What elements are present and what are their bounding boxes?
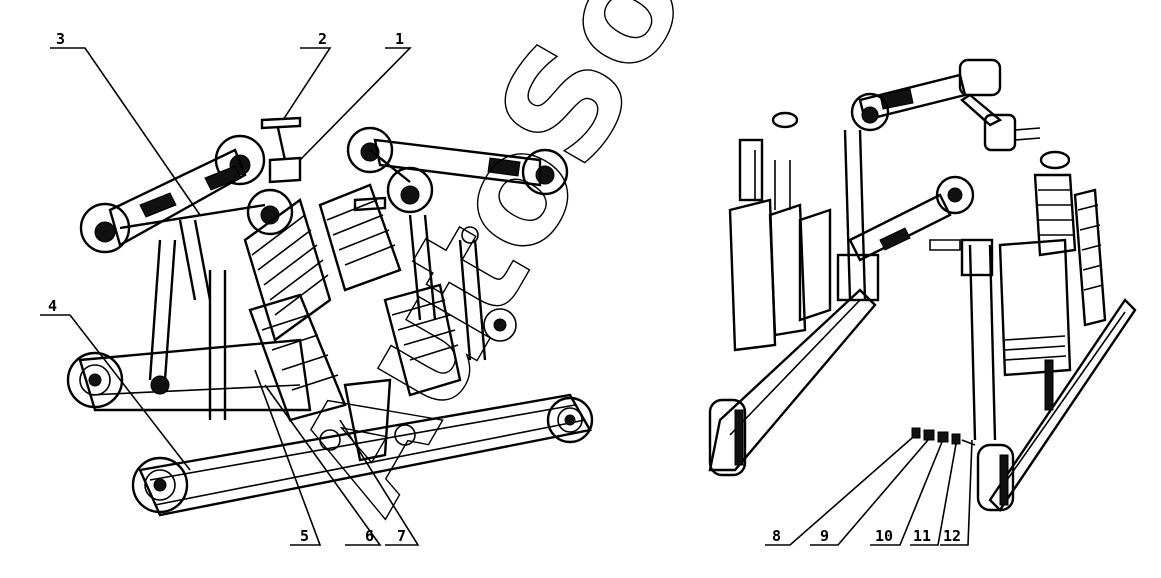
right-assembly [708, 58, 1137, 512]
callout-12: 12 [943, 527, 961, 545]
callout-10: 10 [875, 527, 893, 545]
callout-6: 6 [365, 527, 374, 545]
left-assembly [66, 116, 594, 517]
callout-5: 5 [300, 527, 309, 545]
callout-3: 3 [56, 30, 65, 48]
callout-9: 9 [820, 527, 829, 545]
left-spring-blocks [243, 183, 462, 422]
callout-1: 1 [395, 30, 404, 48]
callout-2: 2 [318, 30, 327, 48]
callout-8: 8 [772, 527, 781, 545]
callouts: 3 2 1 4 5 6 7 8 9 10 11 12 [40, 30, 973, 546]
callout-11: 11 [913, 527, 931, 545]
callout-7: 7 [397, 527, 406, 545]
callout-4: 4 [48, 297, 57, 315]
small-parts-cluster [911, 427, 976, 446]
left-struts [148, 214, 487, 420]
left-upper-arms [108, 138, 542, 247]
